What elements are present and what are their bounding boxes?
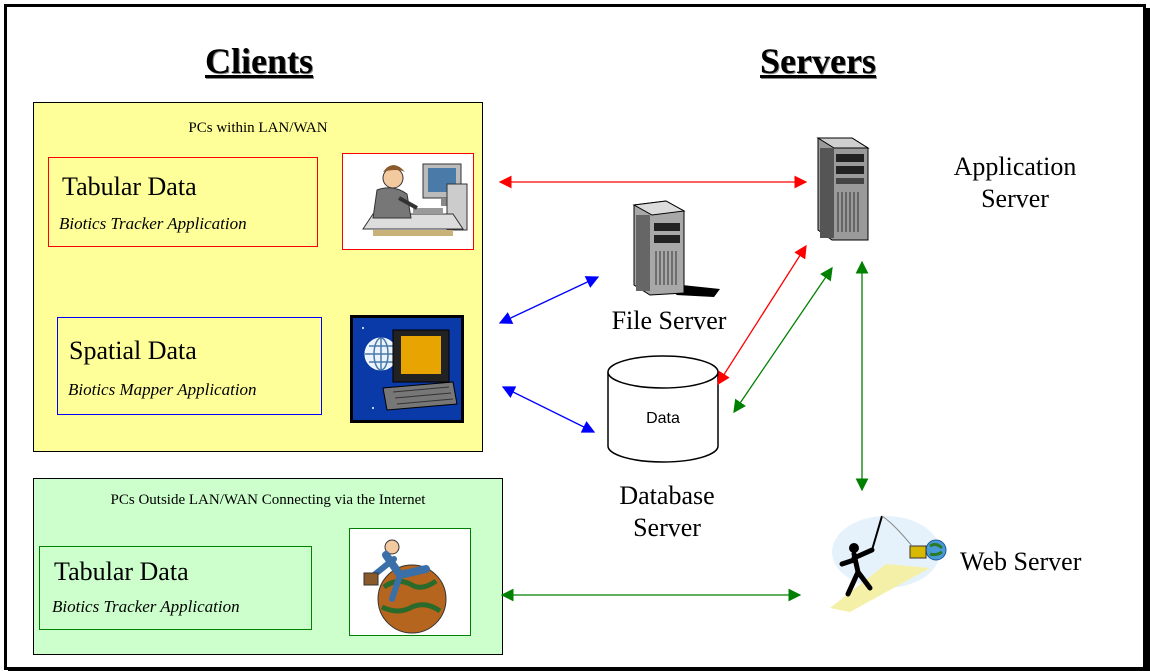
database-cylinder: Data: [606, 354, 720, 464]
web-server-icon: [826, 512, 948, 612]
application-server-label-line1: Application: [953, 152, 1077, 181]
application-server-label-line2: Server: [981, 184, 1049, 213]
arrow-database-to-application-server-green: [733, 266, 833, 414]
lan-panel: PCs within LAN/WAN Tabular Data Biotics …: [33, 102, 483, 452]
internet-tabular-data-subtitle: Biotics Tracker Application: [52, 597, 240, 616]
lan-panel-title: PCs within LAN/WAN: [188, 120, 328, 136]
tabular-data-box: Tabular Data Biotics Tracker Application: [48, 157, 318, 247]
file-server-icon: [622, 197, 722, 299]
application-server-label: Application Server: [935, 151, 1095, 215]
arrow-lan-spatial-to-file-server: [498, 276, 600, 324]
computer-globe-image: [350, 315, 464, 423]
spatial-data-title: Spatial Data: [69, 336, 197, 365]
web-server-label: Web Server: [960, 547, 1082, 576]
internet-tabular-data-box: Tabular Data Biotics Tracker Application: [39, 546, 312, 630]
database-cylinder-label: Data: [646, 410, 680, 427]
spatial-data-box: Spatial Data Biotics Mapper Application: [57, 317, 322, 415]
internet-panel-title: PCs Outside LAN/WAN Connecting via the I…: [110, 492, 426, 508]
traveler-globe-image: [349, 528, 471, 636]
internet-tabular-data-title: Tabular Data: [54, 557, 189, 586]
tabular-data-subtitle: Biotics Tracker Application: [59, 214, 247, 233]
arrow-database-to-application-server-red: [717, 244, 807, 386]
arrow-lan-spatial-to-database-server: [501, 386, 596, 433]
database-server-label: Database Server: [590, 480, 744, 544]
internet-panel: PCs Outside LAN/WAN Connecting via the I…: [33, 478, 503, 655]
spatial-data-subtitle: Biotics Mapper Application: [68, 380, 257, 399]
file-server-label: File Server: [611, 306, 727, 335]
application-server-icon: [812, 134, 874, 244]
database-server-label-line1: Database: [619, 481, 715, 510]
database-server-label-line2: Server: [633, 513, 701, 542]
clients-heading: Clients: [205, 41, 313, 81]
servers-heading: Servers: [760, 41, 876, 81]
tabular-data-title: Tabular Data: [62, 172, 197, 201]
office-worker-image: [342, 153, 474, 250]
